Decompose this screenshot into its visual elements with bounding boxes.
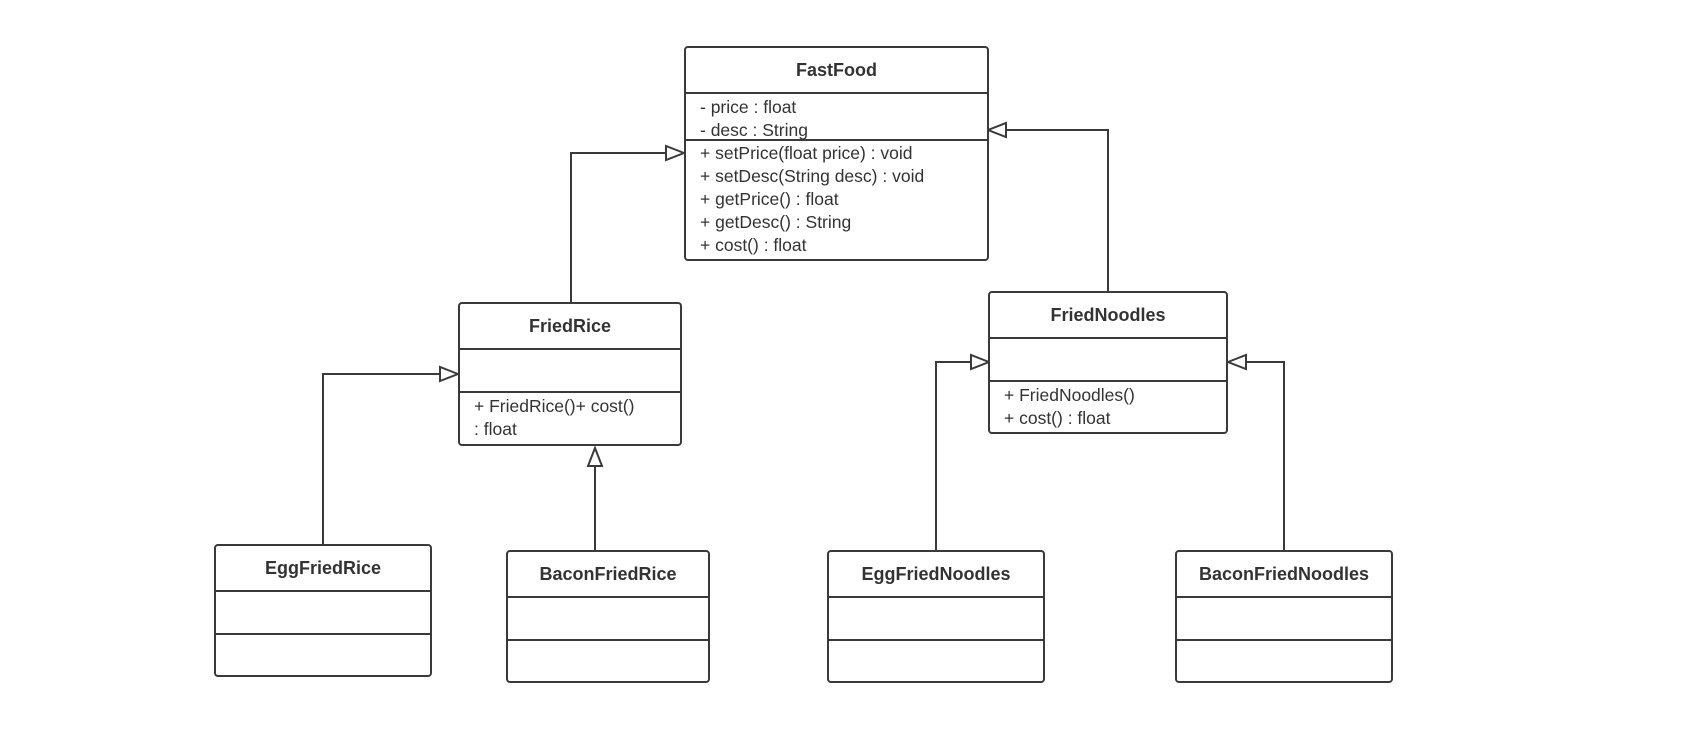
attribute: - desc : String <box>700 120 808 140</box>
operations-section: + FriedNoodles() + cost() : float <box>990 382 1226 432</box>
operations-section <box>1177 641 1391 681</box>
operation: + setPrice(float price) : void <box>700 143 913 163</box>
attributes-section <box>1177 598 1391 641</box>
operation: + getDesc() : String <box>700 212 852 232</box>
class-name: EggFriedNoodles <box>829 552 1043 598</box>
arrowhead-eggfriedrice-friedrice <box>439 365 461 383</box>
edge-friedrice-fastfood <box>570 152 666 302</box>
class-friedrice[interactable]: FriedRice + FriedRice()+ cost() : float <box>458 302 682 446</box>
attributes-section <box>460 350 680 393</box>
arrowhead-friedrice-fastfood <box>665 144 687 162</box>
class-fastfood[interactable]: FastFood - price : float - desc : String… <box>684 46 989 261</box>
operation: + cost() : float <box>700 235 807 255</box>
class-name: BaconFriedNoodles <box>1177 552 1391 598</box>
attributes-section <box>216 592 430 635</box>
class-eggfriedrice[interactable]: EggFriedRice <box>214 544 432 677</box>
operations-section <box>508 641 708 681</box>
attributes-section <box>508 598 708 641</box>
operations-section <box>216 635 430 675</box>
edge-friednoodles-fastfood <box>1006 129 1109 291</box>
class-name: FriedNoodles <box>990 293 1226 339</box>
edge-baconfriednoodles-friednoodles <box>1246 361 1285 550</box>
class-friednoodles[interactable]: FriedNoodles + FriedNoodles() + cost() :… <box>988 291 1228 434</box>
operations-section: + setPrice(float price) : void + setDesc… <box>686 141 987 259</box>
operation: + FriedNoodles() <box>1004 385 1135 405</box>
operation: + setDesc(String desc) : void <box>700 166 925 186</box>
operations-section: + FriedRice()+ cost() : float <box>460 393 680 444</box>
arrowhead-baconfriednoodles-friednoodles <box>1225 353 1247 371</box>
operation: + cost() : float <box>1004 408 1111 428</box>
class-baconfriednoodles[interactable]: BaconFriedNoodles <box>1175 550 1393 683</box>
attributes-section <box>990 339 1226 382</box>
edge-eggfriednoodles-friednoodles <box>935 361 971 550</box>
class-eggfriednoodles[interactable]: EggFriedNoodles <box>827 550 1045 683</box>
class-name: EggFriedRice <box>216 546 430 592</box>
attributes-section: - price : float - desc : String <box>686 94 987 141</box>
attribute: - price : float <box>700 97 797 117</box>
class-baconfriedrice[interactable]: BaconFriedRice <box>506 550 710 683</box>
operations-section <box>829 641 1043 681</box>
class-name: BaconFriedRice <box>508 552 708 598</box>
attributes-section <box>829 598 1043 641</box>
edge-eggfriedrice-friedrice <box>322 373 440 544</box>
operation: + getPrice() : float <box>700 189 839 209</box>
class-name: FriedRice <box>460 304 680 350</box>
arrowhead-baconfriedrice-friedrice <box>586 445 604 467</box>
class-name: FastFood <box>686 48 987 94</box>
arrowhead-friednoodles-fastfood <box>985 121 1007 139</box>
arrowhead-eggfriednoodles-friednoodles <box>970 353 992 371</box>
operation: : float <box>474 419 517 439</box>
operation: + FriedRice()+ cost() <box>474 396 635 416</box>
